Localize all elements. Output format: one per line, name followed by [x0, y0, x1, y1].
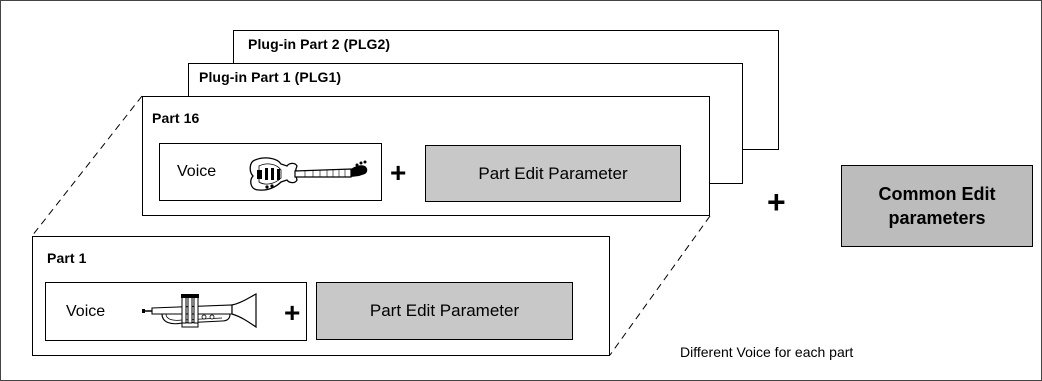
part-1-param-box: Part Edit Parameter: [316, 282, 573, 340]
part-1-plus: +: [284, 297, 301, 328]
trumpet-icon: [142, 293, 257, 329]
common-plus: +: [767, 184, 786, 220]
part-1-param-label: Part Edit Parameter: [369, 301, 520, 320]
part-16-panel: Part 16 Voice: [142, 96, 710, 216]
caption-different-voice: Different Voice for each part: [680, 344, 854, 360]
part-16-title: Part 16: [152, 110, 200, 126]
part-16-param-box: Part Edit Parameter: [425, 145, 681, 202]
common-edit-line2: parameters: [888, 208, 986, 228]
part-1-voice-label: Voice: [66, 303, 106, 320]
part-16-voice-box: Voice: [159, 143, 382, 201]
part-16-plus: +: [390, 157, 407, 188]
electric-guitar-icon: [249, 157, 368, 191]
part-16-param-label: Part Edit Parameter: [478, 163, 628, 183]
part-1-title: Part 1: [47, 250, 87, 266]
plugin-part-1-title: Plug-in Part 1 (PLG1): [199, 69, 342, 85]
common-edit-line1: Common Edit: [878, 184, 996, 204]
plugin-part-2-title: Plug-in Part 2 (PLG2): [248, 36, 391, 52]
part-1-panel: Part 1 Voice: [32, 236, 610, 356]
dashed-line-top-left: [31, 95, 143, 237]
common-edit-box: Common Edit parameters: [841, 165, 1033, 247]
part-1-voice-box: Voice: [45, 282, 307, 341]
dashed-line-bottom-right: [609, 215, 711, 356]
part-16-voice-label: Voice: [177, 163, 217, 180]
